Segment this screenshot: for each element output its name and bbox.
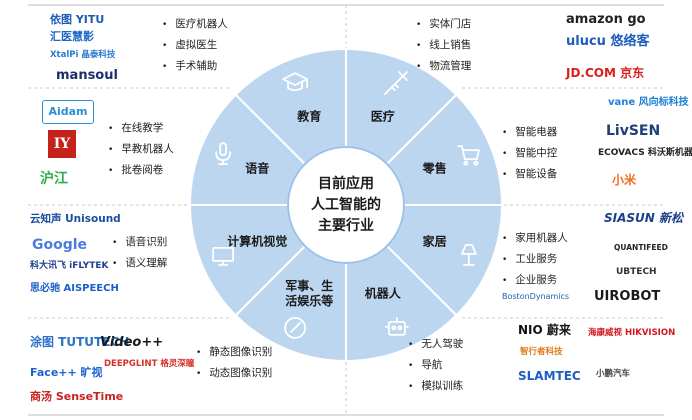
center-circle (287, 146, 405, 264)
robot-item: 企业服务 (502, 270, 568, 291)
microphone-icon (215, 142, 232, 166)
frame-lines (28, 4, 664, 416)
military-item: 导航 (408, 355, 463, 376)
retail-item: 实体门店 (416, 14, 471, 35)
speech-items: 语音识别 语义理解 (112, 232, 167, 274)
monitor-icon (212, 246, 235, 266)
speech-item: 语音识别 (112, 232, 167, 253)
logo-slamtec: SLAMTEC (518, 369, 581, 383)
retail-item: 线上销售 (416, 35, 471, 56)
logo-aispeech: 思必驰 AISPEECH (30, 283, 119, 294)
logo-jd: JD.COM 京东 (566, 66, 645, 80)
shopping-cart-icon (456, 145, 480, 166)
logo-ulucu: ulucu 悠络客 (566, 34, 650, 49)
logo-faceplusplus: Face++ 旷视 (30, 366, 103, 379)
logo-mansoul: mansoul (56, 68, 118, 83)
segment-label-speech: 语音 (245, 160, 269, 175)
logo-aidam: Aidam (42, 100, 94, 124)
syringe-icon (383, 71, 408, 96)
compass-icon (284, 316, 307, 339)
segment-label-vision: 计算机视觉 (227, 234, 287, 249)
segment-label-retail: 零售 (422, 160, 447, 175)
robot-items: 家用机器人 工业服务 企业服务 (502, 228, 568, 291)
logo-hujiang: 沪江 (40, 171, 68, 187)
military-items: 无人驾驶 导航 模拟训练 (408, 334, 463, 397)
logo-huiyihuiying: 汇医慧影 (50, 30, 94, 43)
medical-items: 医疗机器人 虚拟医生 手术辅助 (162, 14, 228, 77)
logo-hikvision: 海康威视 HIKVISION (588, 328, 676, 338)
segment-label-medical: 医疗 (371, 108, 395, 123)
logo-siasun: SIASUN 新松 (604, 211, 684, 225)
logo-nio: NIO 蔚来 (518, 323, 571, 337)
military-item: 模拟训练 (408, 376, 463, 397)
speech-item: 语义理解 (112, 253, 167, 274)
segment-label-education: 教育 (296, 108, 321, 123)
medical-item: 虚拟医生 (162, 35, 228, 56)
segment-label-robot: 机器人 (365, 286, 402, 301)
logo-tutu: 涂图 TUTUTECH (30, 335, 130, 349)
segment-label-military: 军事、生活娱乐等 (285, 278, 333, 308)
logo-uirobot: UIROBOT (594, 289, 661, 304)
logo-xpeng: 小鹏汽车 (596, 369, 631, 379)
lamp-icon (460, 243, 477, 266)
graduation-cap-icon (282, 72, 309, 92)
logo-ecovacs: ECOVACS 科沃斯机器人 (598, 148, 692, 158)
logo-sensetime: 商汤 SenseTime (30, 390, 124, 403)
center-title-line-2: 人工智能的 (311, 196, 381, 213)
center-hub: 目前应用 人工智能的 主要行业 (287, 146, 405, 264)
robot-item: 工业服务 (502, 249, 568, 270)
logo-vane: vane 风向标科技 (608, 97, 689, 108)
home-items: 智能电器 智能中控 智能设备 (502, 122, 557, 185)
center-title-line-1: 目前应用 (318, 175, 374, 192)
education-item: 在线教学 (108, 118, 174, 139)
logo-xtalpi: XtalPi 晶泰科技 (50, 50, 116, 60)
medical-item: 医疗机器人 (162, 14, 228, 35)
logo-video-plus: Video++ (100, 335, 164, 350)
logo-iy: IY (48, 130, 76, 158)
vision-item: 动态图像识别 (196, 363, 272, 384)
military-item: 无人驾驶 (408, 334, 463, 355)
home-item: 智能中控 (502, 143, 557, 164)
retail-item: 物流管理 (416, 56, 471, 77)
segment-label-home: 家居 (423, 234, 447, 249)
logo-livsen: LivSEN (606, 123, 661, 139)
logo-boston-dynamics: BostonDynamics (502, 292, 570, 301)
logo-google: Google (32, 237, 88, 253)
logo-yitu: 依图 YITU (50, 13, 105, 26)
vision-items: 静态图像识别 动态图像识别 (196, 342, 272, 384)
medical-item: 手术辅助 (162, 56, 228, 77)
logo-quantifeed: QUANTIFEED (614, 243, 668, 252)
logo-unisound: 云知声 Unisound (30, 213, 121, 225)
robot-item: 家用机器人 (502, 228, 568, 249)
home-item: 智能电器 (502, 122, 557, 143)
logo-xiaomi: 小米 (612, 173, 637, 187)
logo-zhixingzhe: 智行者科技 (520, 347, 563, 357)
logo-deepglint: DEEPGLINT 格灵深瞳 (104, 359, 195, 369)
education-item: 批卷阅卷 (108, 160, 174, 181)
vision-item: 静态图像识别 (196, 342, 272, 363)
retail-items: 实体门店 线上销售 物流管理 (416, 14, 471, 77)
robot-icon (384, 316, 409, 336)
education-item: 早教机器人 (108, 139, 174, 160)
logo-iflytek: 科大讯飞 iFLYTEK (30, 261, 109, 271)
logo-ubtech: UBTECH (616, 267, 657, 277)
education-items: 在线教学 早教机器人 批卷阅卷 (108, 118, 174, 181)
home-item: 智能设备 (502, 164, 557, 185)
logo-amazon-go: amazon go (566, 12, 646, 27)
center-title-line-3: 主要行业 (318, 217, 374, 234)
